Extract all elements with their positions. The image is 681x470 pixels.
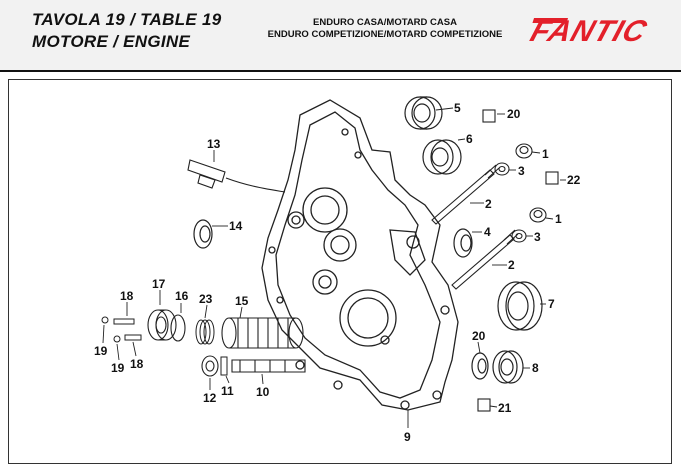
callout-15: 15 [235, 294, 249, 308]
callout-17: 17 [152, 277, 166, 291]
callout-2-lower: 2 [508, 258, 515, 272]
callout-2-upper: 2 [485, 197, 492, 211]
callout-7: 7 [548, 297, 555, 311]
callout-16: 16 [175, 289, 189, 303]
bush-part-20-top [482, 109, 496, 123]
callout-23: 23 [199, 292, 213, 306]
callout-13: 13 [207, 137, 221, 151]
header-bar: TAVOLA 19 / TABLE 19 MOTORE / ENGINE END… [0, 0, 681, 72]
bearing-part-7 [497, 281, 543, 331]
callout-19-upper: 19 [94, 344, 108, 358]
nut-part-1-upper [515, 143, 533, 159]
callout-5: 5 [454, 101, 461, 115]
crankcase-part [261, 99, 459, 411]
seal-part-4 [453, 228, 473, 258]
callout-1-lower: 1 [555, 212, 562, 226]
callout-22: 22 [567, 173, 581, 187]
callout-19-lower: 19 [111, 361, 125, 375]
bearing-part-5 [404, 96, 443, 130]
callout-21: 21 [498, 401, 512, 415]
washer-part-3-lower [511, 229, 527, 243]
callout-20-top: 20 [507, 107, 521, 121]
washer-part-11 [220, 356, 228, 376]
callout-3-lower: 3 [534, 230, 541, 244]
callout-10: 10 [256, 385, 270, 399]
washer-part-3-upper [494, 162, 510, 176]
bolt-part-18-upper [113, 318, 135, 325]
seal-part-20-lower [471, 352, 489, 380]
diagram-frame [8, 79, 672, 464]
callout-labels: 5 20 6 1 3 22 13 2 1 14 4 3 2 7 18 17 16… [94, 101, 581, 444]
bush-part-21 [477, 398, 491, 412]
nut-part-1-lower [529, 207, 547, 223]
callout-18-lower: 18 [130, 357, 144, 371]
bearing-part-8 [492, 350, 524, 384]
callout-9: 9 [404, 430, 411, 444]
sensor-part-13 [187, 159, 286, 193]
screen-part-10 [231, 359, 306, 373]
bush-part-22 [545, 171, 559, 185]
callout-14: 14 [229, 219, 243, 233]
section-title: MOTORE / ENGINE [32, 32, 191, 51]
shaft-part-2-lower [451, 229, 519, 290]
models-line-2: ENDURO COMPETIZIONE/MOTARD COMPETIZIONE [267, 29, 503, 40]
seal-part-14 [193, 219, 213, 249]
plug-part-12 [201, 355, 219, 377]
callout-6: 6 [466, 132, 473, 146]
shaft-part-2-upper [431, 164, 500, 225]
bolt-part-18-lower [124, 334, 142, 341]
bearing-part-6 [422, 139, 462, 175]
ring-part-16 [170, 314, 186, 342]
spring-part-23 [195, 319, 215, 345]
callout-1-upper: 1 [542, 147, 549, 161]
leader-lines [102, 107, 566, 428]
filter-part-15 [221, 317, 304, 349]
callout-18-upper: 18 [120, 289, 134, 303]
callout-8: 8 [532, 361, 539, 375]
models-line-1: ENDURO CASA/MOTARD CASA [313, 17, 457, 28]
fantic-logo: FANTIC [526, 14, 651, 48]
cap-part-17 [147, 309, 177, 341]
callout-20-lower: 20 [472, 329, 486, 343]
callout-3-upper: 3 [518, 164, 525, 178]
screw-part-19-lower [113, 335, 121, 343]
callout-11: 11 [221, 384, 234, 398]
table-title: TAVOLA 19 / TABLE 19 [32, 10, 222, 29]
callout-4: 4 [484, 225, 491, 239]
screw-part-19-upper [101, 316, 109, 324]
callout-12: 12 [203, 391, 217, 405]
